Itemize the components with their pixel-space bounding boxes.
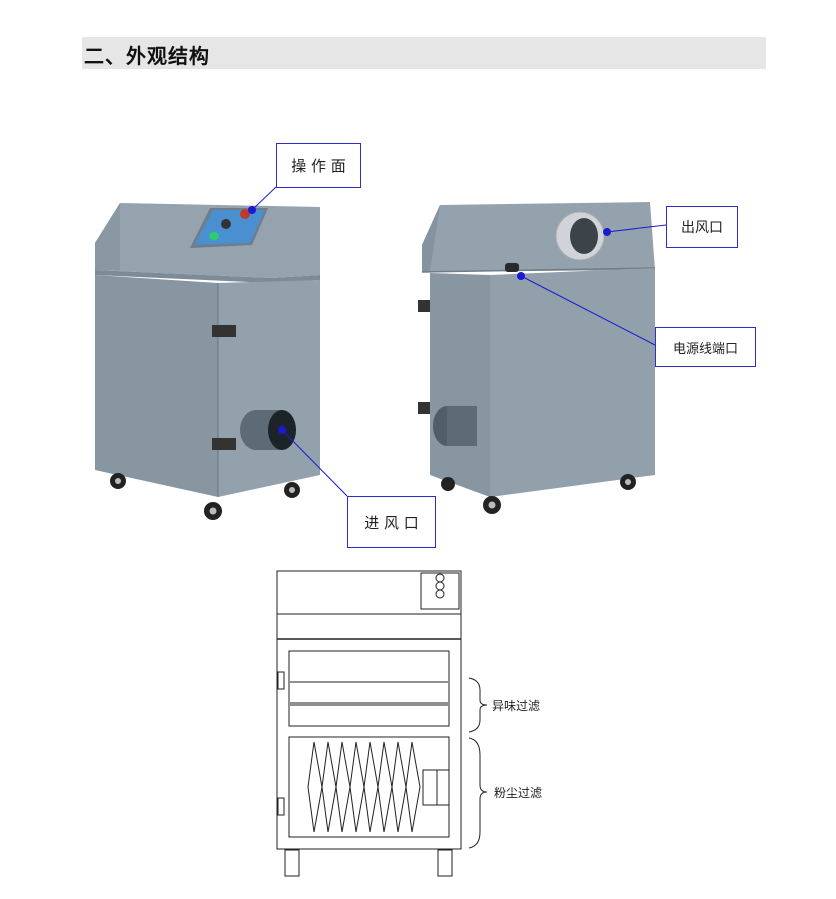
start-button-icon xyxy=(209,232,219,240)
callout-air-outlet-label: 出风口 xyxy=(681,220,723,236)
door-hinge-upper xyxy=(212,325,236,337)
power-port-plug xyxy=(505,263,519,272)
casters-front xyxy=(110,473,300,520)
callout-power-port-label: 电源线端口 xyxy=(672,341,738,357)
callout-power-port: 电源线端口 xyxy=(655,327,756,367)
callout-control-panel: 操 作 面 xyxy=(276,143,361,188)
section-heading: 二、外观结构 xyxy=(84,44,210,68)
stop-button-icon xyxy=(240,209,250,219)
label-odor-filter: 异味过滤 xyxy=(492,699,541,713)
callout-air-inlet: 进 风 口 xyxy=(347,496,436,548)
section-heading-bar xyxy=(82,37,766,69)
door-hinge-lower xyxy=(212,438,236,450)
callout-control-panel-label: 操 作 面 xyxy=(291,157,346,175)
callout-air-outlet: 出风口 xyxy=(666,206,738,248)
knob-icon xyxy=(221,219,231,229)
label-dust-filter: 粉尘过滤 xyxy=(494,786,543,800)
callout-air-inlet-label: 进 风 口 xyxy=(364,513,419,532)
schematic-front-drawing xyxy=(276,570,488,850)
